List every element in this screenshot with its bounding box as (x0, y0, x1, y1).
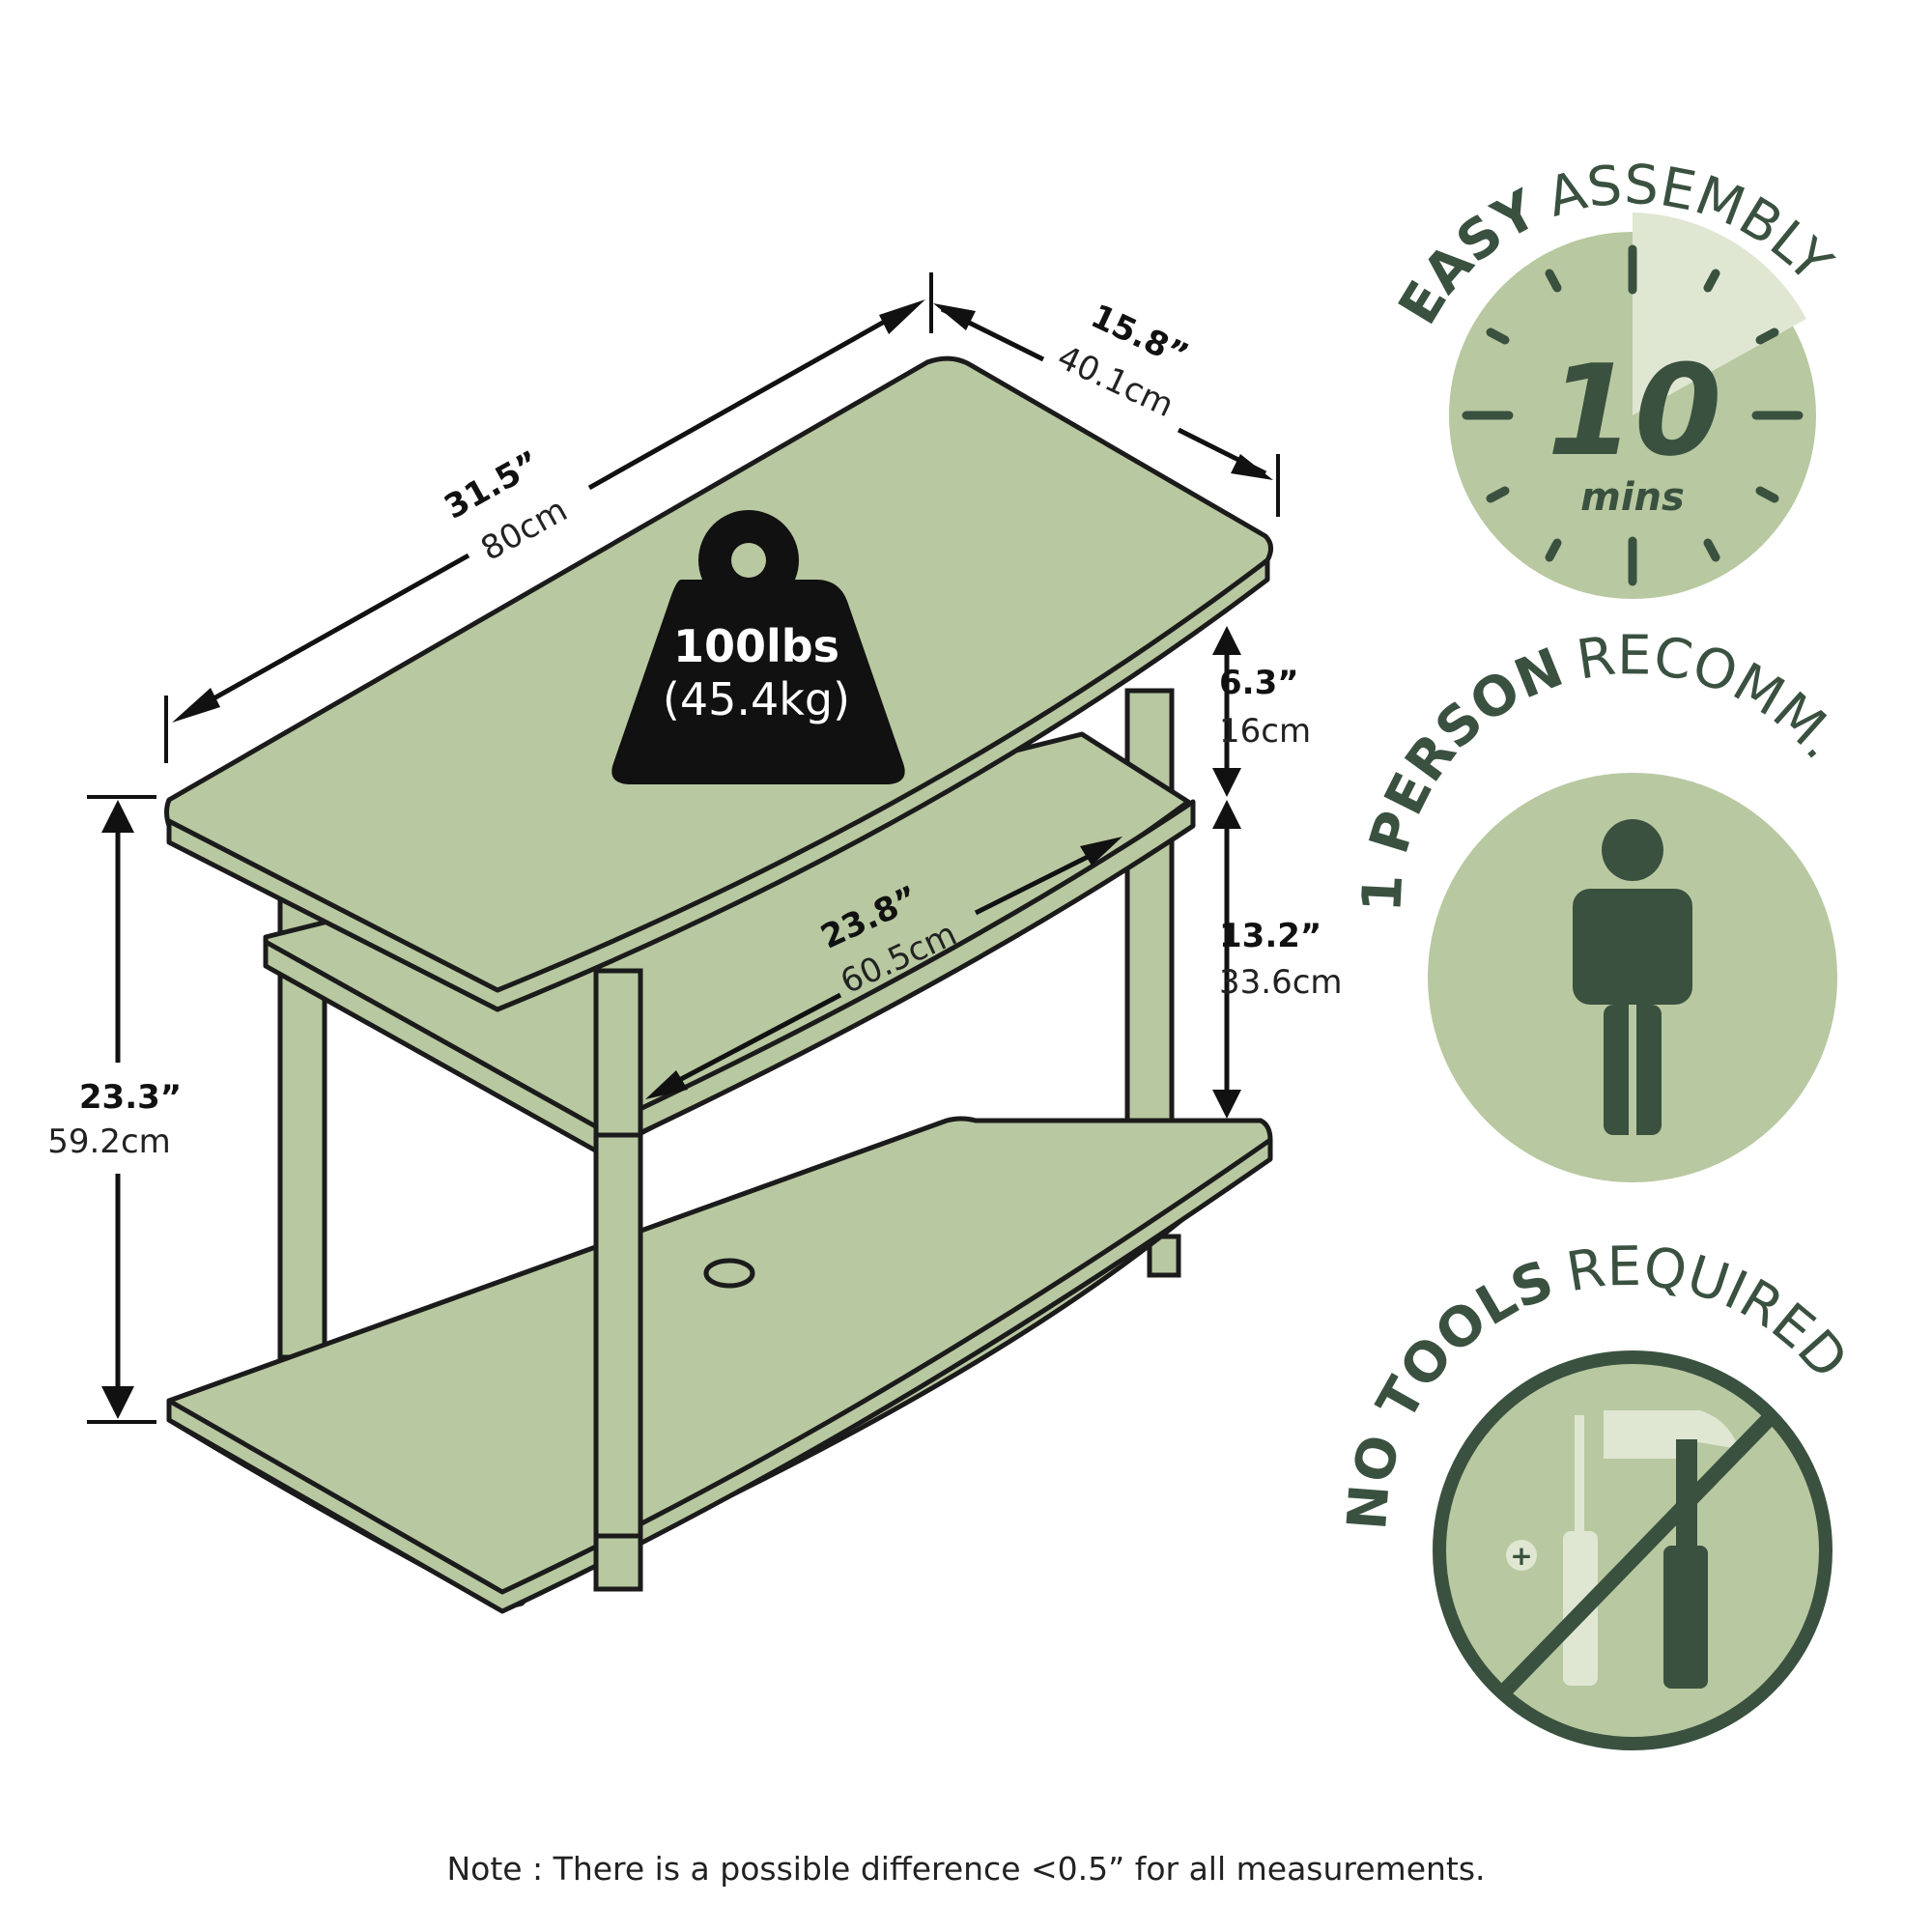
stand-bottom-shelf (166, 1116, 1273, 1611)
badge-one-person: 1 PERSONRECOMM. (1350, 624, 1853, 1182)
assembly-unit: mins (1580, 475, 1685, 520)
top-gap-inches: 6.3” (1219, 664, 1299, 702)
cable-hole (703, 1258, 755, 1289)
top-gap-cm: 16cm (1219, 712, 1311, 751)
weight-kg: (45.4kg) (663, 673, 850, 725)
weight-icon: 100lbs (45.4kg) (611, 510, 905, 784)
middle-gap-cm: 33.6cm (1219, 963, 1343, 1002)
dimension-middle-gap: 13.2” 33.6cm (1212, 800, 1343, 1119)
dimension-top-gap: 6.3” 16cm (1212, 626, 1311, 797)
no-tools-icon: + (1433, 1350, 1833, 1750)
svg-text:+: + (1510, 1540, 1532, 1572)
badge-no-tools: NO TOOLSREQUIRED + (1336, 1236, 1860, 1750)
person-icon (1573, 819, 1692, 1135)
clock-icon: 10 mins (1449, 213, 1816, 599)
middle-gap-inches: 13.2” (1219, 917, 1321, 955)
badge-easy-assembly: EASYASSEMBLY 10 mins (1387, 154, 1844, 599)
dimension-height: 23.3” 59.2cm (47, 795, 182, 1424)
stand-front-leg-upper (593, 968, 643, 1138)
stand-top-shelf-edge (166, 557, 1270, 1012)
stand-front-foot (593, 1533, 643, 1592)
hammer-icon (1604, 1410, 1739, 1689)
stand-middle-shelf-edge (263, 799, 1196, 1155)
weight-lbs: 100lbs (673, 620, 839, 672)
measurement-note: Note : There is a possible difference <0… (446, 1850, 1486, 1888)
assembly-minutes: 10 (1548, 337, 1722, 484)
height-cm: 59.2cm (47, 1122, 171, 1161)
height-inches: 23.3” (79, 1078, 182, 1117)
person-rest-label: RECOMM. (1573, 624, 1853, 771)
stand-bottom-shelf-edge (166, 1137, 1273, 1614)
